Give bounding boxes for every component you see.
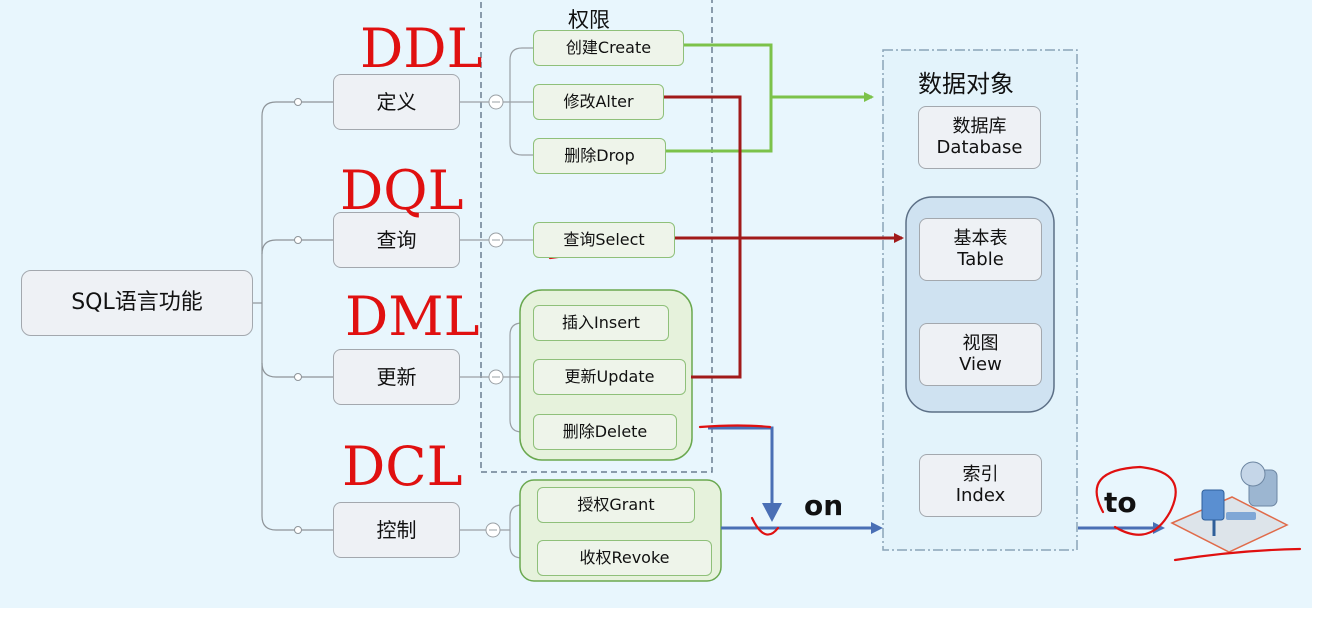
object-database[interactable]: 数据库 Database [918, 106, 1041, 169]
perm-delete[interactable]: 删除Delete [533, 414, 677, 450]
blue-arrows [708, 426, 1165, 534]
root-label: SQL语言功能 [71, 290, 203, 316]
perm-create[interactable]: 创建Create [533, 30, 684, 66]
category-query[interactable]: 查询 [333, 212, 460, 268]
permission-title: 权限 [568, 8, 610, 32]
object-view[interactable]: 视图 View [919, 323, 1042, 386]
object-view-line1: 视图 [962, 332, 999, 354]
perm-revoke-label: 收权Revoke [579, 547, 670, 567]
root-node[interactable]: SQL语言功能 [21, 270, 253, 336]
arrow-label-to: to [1104, 486, 1137, 519]
category-update-label: 更新 [376, 364, 417, 389]
perm-grant-label: 授权Grant [577, 494, 655, 514]
arrow-label-on: on [804, 489, 844, 522]
perm-update-label: 更新Update [564, 366, 655, 386]
annotation-dql: DQL [340, 159, 464, 222]
perm-select[interactable]: 查询Select [533, 222, 675, 258]
object-table-line2: Table [957, 248, 1004, 270]
perm-drop-label: 删除Drop [564, 145, 635, 165]
permission-frame [480, 0, 713, 473]
category-query-label: 查询 [376, 227, 417, 252]
red-arrows [664, 95, 904, 379]
user-computer-icon [1170, 461, 1289, 553]
blue-arrowhead-down [762, 503, 782, 522]
category-define-label: 定义 [376, 89, 417, 114]
object-table-line1: 基本表 [953, 227, 1008, 249]
category-define[interactable]: 定义 [333, 74, 460, 130]
perm-alter-label: 修改Alter [563, 91, 634, 111]
perm-grant[interactable]: 授权Grant [537, 487, 695, 523]
object-index-line1: 索引 [962, 463, 999, 485]
data-object-title: 数据对象 [918, 70, 1014, 98]
annotation-dcl: DCL [342, 435, 463, 498]
category-knobs [294, 98, 302, 534]
category-update[interactable]: 更新 [333, 349, 460, 405]
object-index[interactable]: 索引 Index [919, 454, 1042, 517]
category-control[interactable]: 控制 [333, 502, 460, 558]
object-view-line2: View [959, 353, 1002, 375]
perm-alter[interactable]: 修改Alter [533, 84, 664, 120]
object-database-line2: Database [936, 136, 1023, 158]
perm-insert[interactable]: 插入Insert [533, 305, 669, 341]
perm-delete-label: 删除Delete [562, 421, 648, 441]
perm-select-label: 查询Select [563, 229, 645, 249]
object-index-line2: Index [955, 484, 1006, 506]
perm-create-label: 创建Create [565, 37, 652, 57]
collapse-knobs [485, 94, 504, 538]
category-control-label: 控制 [376, 517, 417, 542]
annotation-ddl: DDL [360, 17, 483, 80]
perm-insert-label: 插入Insert [562, 312, 640, 332]
object-database-line1: 数据库 [952, 115, 1007, 137]
perm-revoke[interactable]: 收权Revoke [537, 540, 712, 576]
perm-update[interactable]: 更新Update [533, 359, 686, 395]
object-table[interactable]: 基本表 Table [919, 218, 1042, 281]
perm-drop[interactable]: 删除Drop [533, 138, 666, 174]
annotation-dml: DML [345, 285, 480, 348]
green-arrows [666, 43, 874, 153]
root-tree-lines [253, 101, 333, 531]
branch-lines [460, 47, 537, 559]
